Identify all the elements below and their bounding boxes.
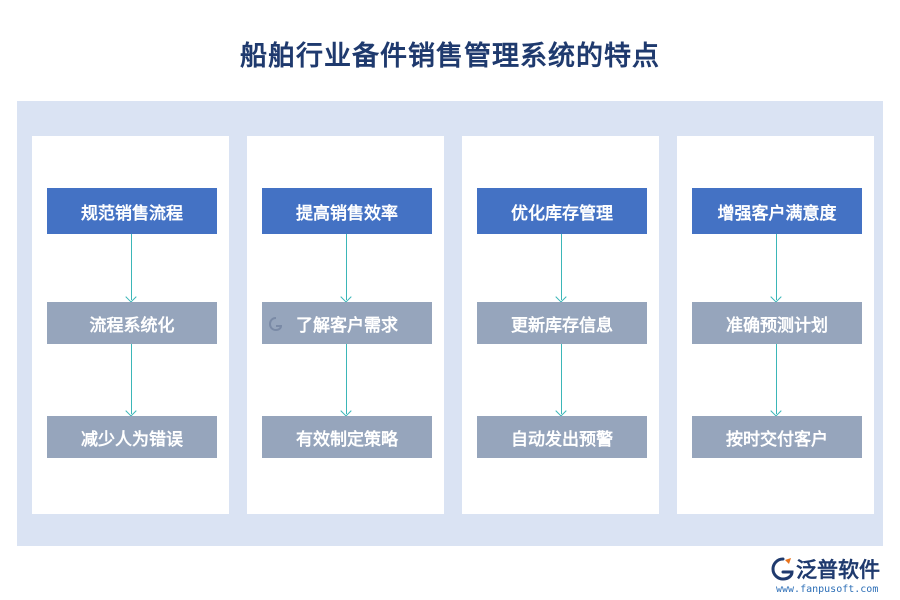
column-head: 提高销售效率	[262, 188, 432, 234]
column-3: 优化库存管理 更新库存信息 自动发出预警	[462, 136, 659, 514]
brand-name: 泛普软件	[796, 558, 880, 582]
step-box: 更新库存信息	[477, 302, 647, 344]
down-arrow	[561, 344, 562, 414]
column-head: 规范销售流程	[47, 188, 217, 234]
down-arrow	[346, 344, 347, 414]
step-box: 有效制定策略	[262, 416, 432, 458]
down-arrow	[131, 234, 132, 300]
step-box: 了解客户需求	[262, 302, 432, 344]
step-box: 减少人为错误	[47, 416, 217, 458]
step-box: 准确预测计划	[692, 302, 862, 344]
down-arrow	[346, 234, 347, 300]
down-arrow	[131, 344, 132, 414]
step-box: 流程系统化	[47, 302, 217, 344]
column-head: 优化库存管理	[477, 188, 647, 234]
step-box: 自动发出预警	[477, 416, 647, 458]
page-title: 船舶行业备件销售管理系统的特点	[240, 41, 660, 72]
down-arrow	[776, 344, 777, 414]
watermark-logo-icon	[268, 317, 283, 332]
down-arrow	[561, 234, 562, 300]
step-box: 按时交付客户	[692, 416, 862, 458]
brand-url: www.fanpusoft.com	[776, 584, 879, 595]
brand-logo-icon	[771, 557, 794, 581]
column-head: 增强客户满意度	[692, 188, 862, 234]
column-1: 规范销售流程 流程系统化 减少人为错误	[32, 136, 229, 514]
column-2: 提高销售效率 了解客户需求 有效制定策略	[247, 136, 444, 514]
down-arrow	[776, 234, 777, 300]
brand-watermark: 泛普软件 www.fanpusoft.com	[770, 554, 895, 598]
column-4: 增强客户满意度 准确预测计划 按时交付客户	[677, 136, 874, 514]
